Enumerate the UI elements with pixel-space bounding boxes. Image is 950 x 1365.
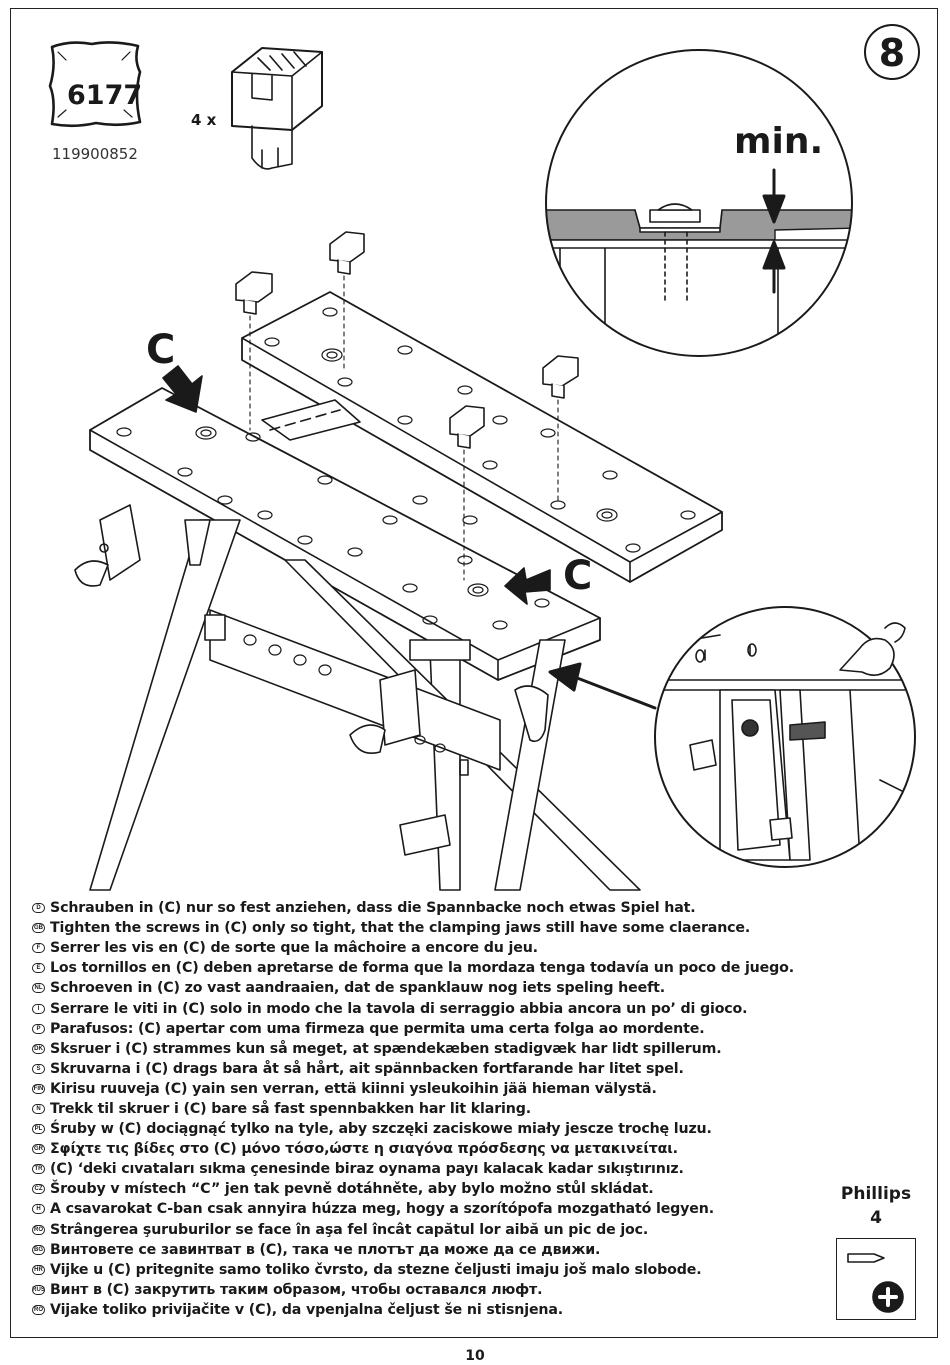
- language-code-badge: DK: [32, 1043, 45, 1054]
- instruction-row: GR Σφίχτε τις βίδες στο (C) μόνο τόσο,ώστ…: [32, 1139, 822, 1159]
- language-code-badge: RO: [32, 1224, 45, 1235]
- language-code-badge: HR: [32, 1264, 45, 1275]
- instruction-row: H A csavarokat C-ban csak annyira húzza m…: [32, 1199, 822, 1219]
- min-clearance-label: min.: [734, 121, 824, 162]
- instruction-row: BG Винтовете се завинтват в (С), така че …: [32, 1240, 822, 1260]
- peg-3: [542, 355, 579, 399]
- screwdriver-bit-icon: [847, 1253, 885, 1263]
- instruction-row: CZ Šrouby v místech “C” jen tak pevně dot…: [32, 1179, 822, 1199]
- instruction-row: S Skruvarna i (C) drags bara åt så hårt, …: [32, 1059, 822, 1079]
- language-code-badge: D: [32, 903, 45, 914]
- instruction-text: Kirisu ruuveja (C) yain sen verran, että…: [50, 1080, 657, 1097]
- instruction-text: Винт в (С) закрутить таким образом, чтоб…: [50, 1281, 543, 1298]
- hardware-bag-icon: [48, 41, 142, 128]
- language-code-badge: NL: [32, 983, 45, 994]
- instruction-row: N Trekk til skruer i (C) bare så fast spe…: [32, 1099, 822, 1119]
- language-code-badge: GB: [32, 923, 45, 934]
- peg-2: [329, 231, 365, 275]
- ok-hand-icon: [839, 637, 895, 676]
- part-number: 119900852: [52, 145, 138, 163]
- instruction-row: PL Śruby w (C) dociągnąć tylko na tyle, a…: [32, 1119, 822, 1139]
- instruction-row: E Los tornillos en (C) deben apretarse de…: [32, 958, 822, 978]
- language-code-badge: CZ: [32, 1184, 45, 1195]
- clearance-detail-view: [545, 49, 853, 357]
- phillips-screwdriver-icon: [836, 1238, 916, 1320]
- instruction-text: Skruvarna i (C) drags bara åt så hårt, a…: [50, 1060, 684, 1077]
- instruction-text: Serrare le viti in (C) solo in modo che …: [50, 1000, 748, 1017]
- instruction-row: D Schrauben in (C) nur so fest anziehen, …: [32, 898, 822, 918]
- language-code-badge: H: [32, 1204, 45, 1215]
- language-code-badge: P: [32, 1023, 45, 1034]
- instruction-row: NL Schroeven in (C) zo vast aandraaien, d…: [32, 978, 822, 998]
- instruction-text: Sksruer i (C) strammes kun så meget, at …: [50, 1040, 722, 1057]
- instruction-row: TR (C) ‘deki cıvataları sıkma çenesinde b…: [32, 1159, 822, 1179]
- instruction-row: F Serrer les vis en (C) de sorte que la m…: [32, 938, 822, 958]
- instruction-text: Schrauben in (C) nur so fest anziehen, d…: [50, 900, 696, 917]
- arrow-c1-icon: [162, 365, 203, 413]
- quantity-label: 4 x: [191, 111, 217, 129]
- instruction-text: Σφίχτε τις βίδες στο (C) μόνο τόσο,ώστε …: [50, 1141, 678, 1158]
- instruction-text: Vijake toliko privijačite v (C), da vpen…: [50, 1301, 564, 1318]
- instruction-row: RUS Винт в (С) закрутить таким образом, ч…: [32, 1280, 822, 1300]
- language-code-badge: GR: [32, 1144, 45, 1155]
- peg-4: [449, 405, 485, 449]
- instruction-row: HR Vijke u (C) pritegnite samo toliko čvr…: [32, 1260, 822, 1280]
- arrow-up-icon: [762, 240, 786, 294]
- instruction-text: (C) ‘deki cıvataları sıkma çenesinde bir…: [50, 1161, 684, 1178]
- arrow-c2-icon: [504, 567, 551, 605]
- instruction-row: GB Tighten the screws in (C) only so tigh…: [32, 918, 822, 938]
- arrow-down-icon: [762, 168, 786, 224]
- front-tabletop: [89, 387, 601, 681]
- instruction-row: DK Sksruer i (C) strammes kun så meget, a…: [32, 1039, 822, 1059]
- instruction-text: Schroeven in (C) zo vast aandraaien, dat…: [50, 980, 665, 997]
- clamp-peg-part-icon: [231, 47, 323, 170]
- instruction-text: Vijke u (C) pritegnite samo toliko čvrst…: [50, 1261, 702, 1278]
- instruction-text: A csavarokat C-ban csak annyira húzza me…: [50, 1201, 714, 1218]
- language-code-badge: S: [32, 1063, 45, 1074]
- screw-label-c-2: C: [563, 553, 593, 599]
- language-code-badge: PL: [32, 1124, 45, 1135]
- instruction-list: D Schrauben in (C) nur so fest anziehen, …: [32, 898, 822, 1320]
- language-code-badge: BG: [32, 1244, 45, 1255]
- instruction-text: Parafusos: (C) apertar com uma firmeza q…: [50, 1020, 705, 1037]
- instruction-text: Los tornillos en (C) deben apretarse de …: [50, 960, 794, 977]
- instruction-text: Trekk til skruer i (C) bare så fast spen…: [50, 1100, 531, 1117]
- tool-name: Phillips: [840, 1184, 912, 1204]
- language-code-badge: RUS: [32, 1284, 45, 1295]
- language-code-badge: RO: [32, 1304, 45, 1315]
- instruction-row: RO Vijake toliko privijačite v (C), da vp…: [32, 1300, 822, 1320]
- instruction-row: P Parafusos: (C) apertar com uma firmeza …: [32, 1019, 822, 1039]
- page-number: 10: [465, 1348, 485, 1364]
- instruction-text: Šrouby v místech “C” jen tak pevně dotáh…: [50, 1181, 654, 1198]
- arrow-detail-icon: [548, 662, 657, 710]
- instruction-row: I Serrare le viti in (C) solo in modo che…: [32, 998, 822, 1018]
- language-code-badge: F: [32, 943, 45, 954]
- instruction-text: Tighten the screws in (C) only so tight,…: [50, 920, 751, 937]
- language-code-badge: N: [32, 1103, 45, 1114]
- language-code-badge: TR: [32, 1164, 45, 1175]
- page-frame: [10, 8, 938, 1338]
- language-code-badge: FIN: [32, 1083, 45, 1094]
- language-code-badge: I: [32, 1003, 45, 1014]
- instruction-text: Винтовете се завинтват в (С), така че пл…: [50, 1241, 601, 1258]
- tool-size: 4: [870, 1208, 882, 1228]
- instruction-text: Serrer les vis en (C) de sorte que la mâ…: [50, 940, 538, 957]
- instruction-row: FIN Kirisu ruuveja (C) yain sen verran, e…: [32, 1079, 822, 1099]
- language-code-badge: E: [32, 963, 45, 974]
- instruction-text: Śruby w (C) dociągnąć tylko na tyle, aby…: [50, 1121, 712, 1138]
- step-circle-icon: [864, 24, 920, 80]
- step-number: 8: [878, 31, 906, 75]
- instruction-row: RO Strângerea şuruburilor se face în aşa …: [32, 1220, 822, 1240]
- bag-number: 6177: [67, 80, 143, 111]
- instruction-text: Strângerea şuruburilor se face în aşa fe…: [50, 1221, 649, 1238]
- bolt-detail-view: [654, 606, 916, 868]
- screw-label-c-1: C: [146, 327, 176, 373]
- peg-1: [235, 271, 273, 315]
